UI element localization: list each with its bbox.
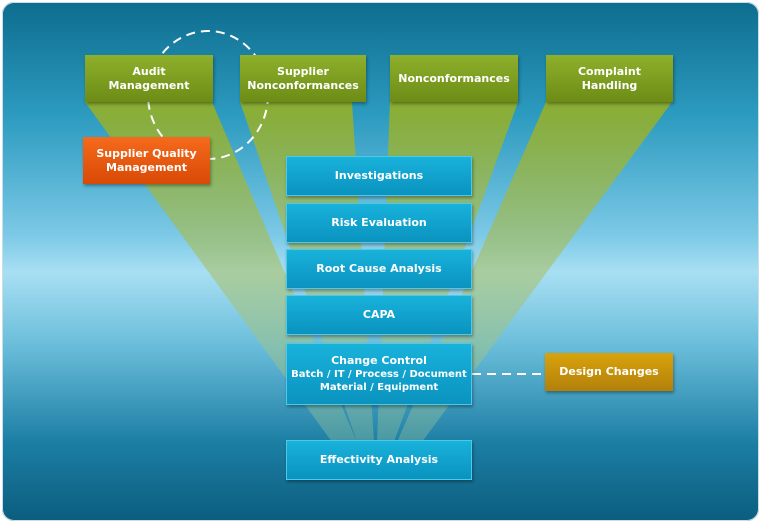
supplier-quality-line2: Management [106,160,187,174]
root-cause-analysis-box: Root Cause Analysis [286,249,472,289]
supplier-nonconformances-line2: Nonconformances [247,78,359,92]
risk-evaluation-box: Risk Evaluation [286,203,472,243]
audit-management-box: Audit Management [85,55,213,102]
nonconformances-box: Nonconformances [390,55,518,102]
audit-management-line1: Audit [132,64,166,78]
supplier-nonconformances-line1: Supplier [277,64,329,78]
complaint-handling-line2: Handling [581,78,638,92]
complaint-handling-box: Complaint Handling [546,55,673,102]
supplier-quality-management-box: Supplier Quality Management [83,137,210,184]
capa-label: CAPA [362,308,396,321]
complaint-handling-line1: Complaint [577,64,642,78]
change-control-title: Change Control [331,354,427,367]
design-changes-box: Design Changes [545,353,673,391]
investigations-label: Investigations [334,169,424,182]
nonconformances-line1: Nonconformances [398,71,510,85]
risk-evaluation-label: Risk Evaluation [331,216,427,229]
supplier-quality-line1: Supplier Quality [96,146,197,160]
investigations-box: Investigations [286,156,472,196]
capa-box: CAPA [286,295,472,335]
design-changes-label: Design Changes [559,365,659,378]
audit-management-line2: Management [108,78,190,92]
supplier-nonconformances-box: Supplier Nonconformances [240,55,366,102]
root-cause-analysis-label: Root Cause Analysis [316,262,442,275]
change-control-sub1: Batch / IT / Process / Document [291,369,467,380]
effectivity-analysis-label: Effectivity Analysis [319,453,439,466]
change-control-sub2: Material / Equipment [319,382,439,393]
effectivity-analysis-box: Effectivity Analysis [286,440,472,480]
change-control-box: Change Control Batch / IT / Process / Do… [286,343,472,405]
